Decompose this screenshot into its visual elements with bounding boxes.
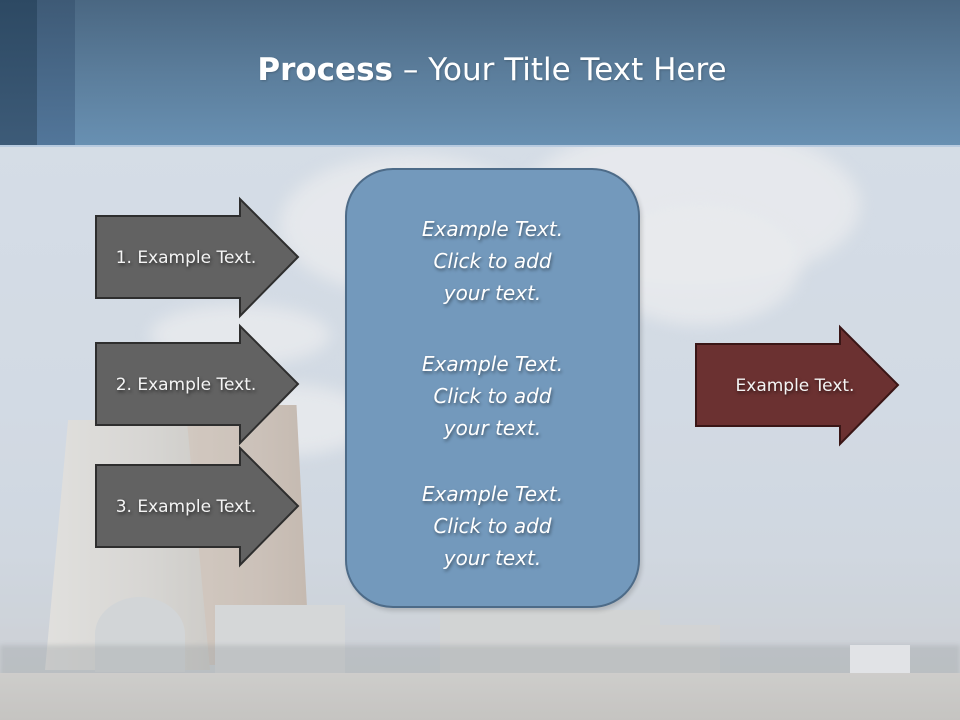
slide-title[interactable]: Process – Your Title Text Here <box>0 52 960 88</box>
right-arrow-shape-icon <box>695 324 900 447</box>
right-arrow-shape-icon <box>95 196 300 319</box>
plant-building <box>215 605 345 675</box>
text-line: Example Text. <box>421 482 564 506</box>
arrow-label: 1. Example Text. <box>115 248 257 268</box>
accent-stripe <box>37 0 75 145</box>
title-bar: Process – Your Title Text Here <box>0 0 960 147</box>
title-rest: – Your Title Text Here <box>393 52 727 88</box>
right-arrow-shape-icon <box>95 323 300 446</box>
accent-stripe <box>0 0 37 145</box>
process-arrow-1[interactable]: 1. Example Text. <box>95 196 300 319</box>
plant-building <box>440 610 660 680</box>
center-text-box[interactable]: Example Text. Click to add your text. Ex… <box>345 168 640 608</box>
text-line: Example Text. <box>421 352 564 376</box>
text-block-1: Example Text. Click to add your text. <box>347 213 638 309</box>
text-line: Click to add <box>433 249 552 273</box>
right-arrow-shape-icon <box>95 445 300 568</box>
text-line: your text. <box>443 281 542 305</box>
arrow-label: Example Text. <box>735 376 855 396</box>
text-line: Click to add <box>433 384 552 408</box>
arrow-label: 2. Example Text. <box>115 375 257 395</box>
process-arrow-2[interactable]: 2. Example Text. <box>95 323 300 446</box>
result-arrow[interactable]: Example Text. <box>695 324 900 447</box>
process-arrow-3[interactable]: 3. Example Text. <box>95 445 300 568</box>
text-line: Click to add <box>433 514 552 538</box>
text-line: your text. <box>443 416 542 440</box>
text-line: your text. <box>443 546 542 570</box>
house <box>850 645 910 675</box>
reactor-dome <box>95 597 185 672</box>
plant-building <box>640 625 720 675</box>
text-block-2: Example Text. Click to add your text. <box>347 348 638 444</box>
text-block-3: Example Text. Click to add your text. <box>347 478 638 574</box>
text-line: Example Text. <box>421 217 564 241</box>
arrow-label: 3. Example Text. <box>115 497 257 517</box>
title-bold: Process <box>257 52 393 88</box>
field <box>0 673 960 720</box>
